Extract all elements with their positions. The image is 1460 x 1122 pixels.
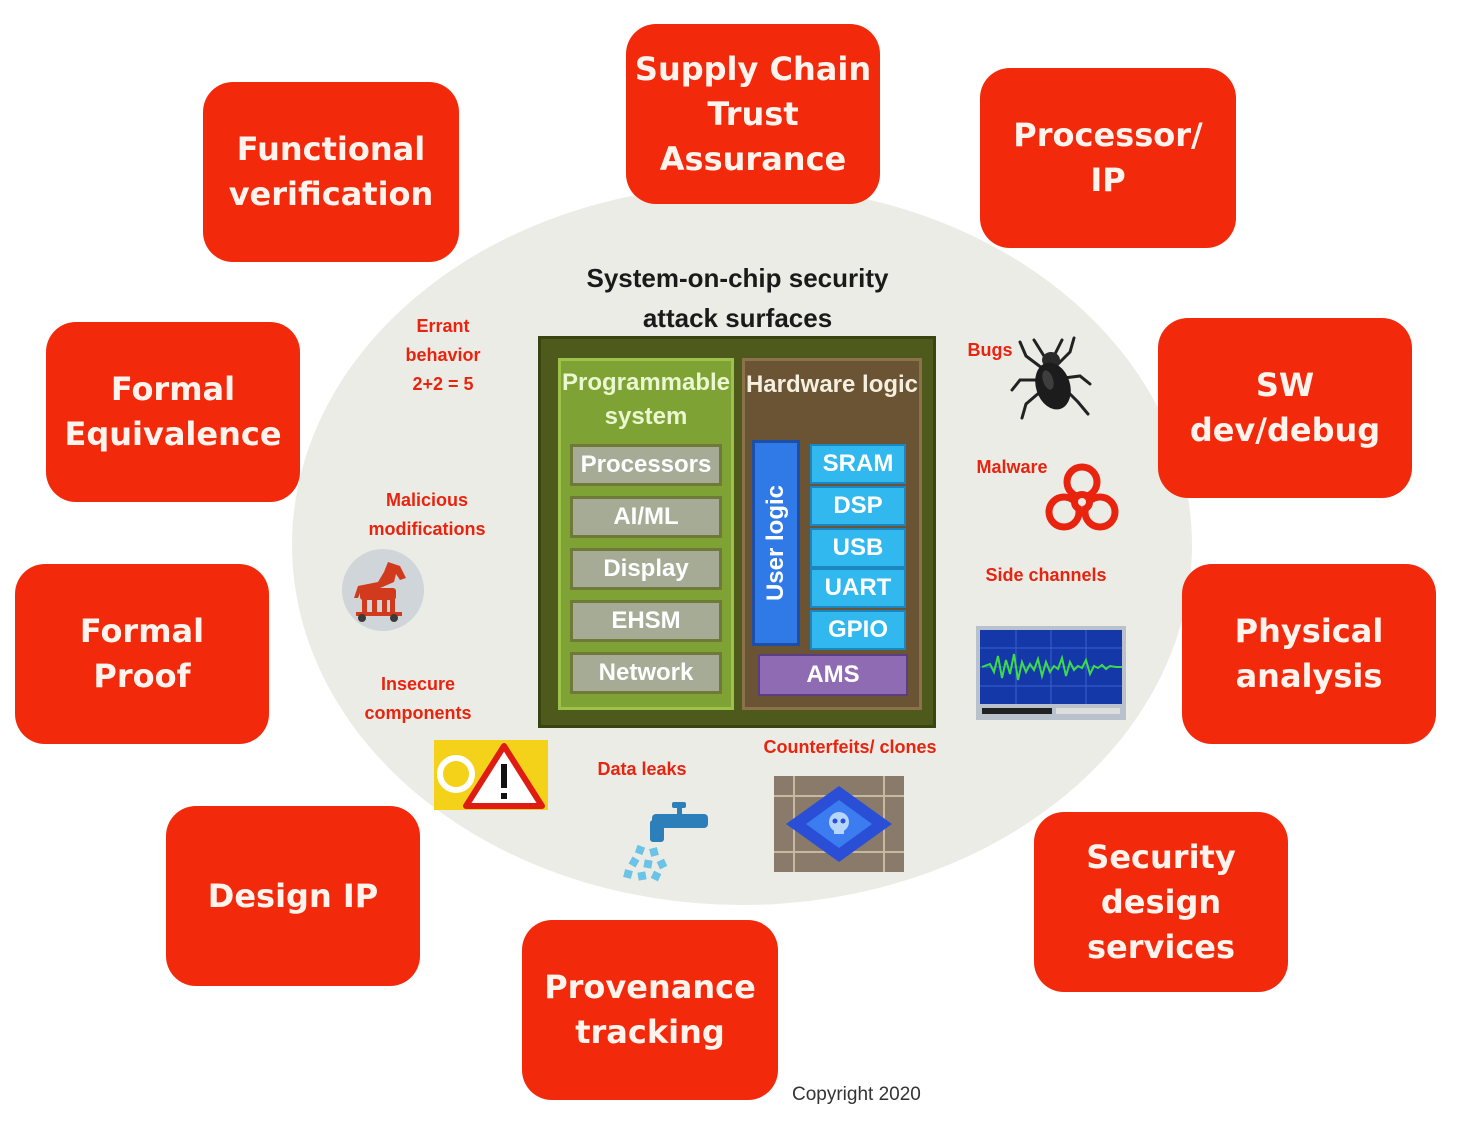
oscilloscope-icon [976, 626, 1126, 720]
warning-icon [434, 740, 548, 810]
processors-block: Processors [570, 444, 722, 486]
dsp-block: DSP [810, 486, 906, 526]
sram-block: SRAM [810, 444, 906, 484]
user-logic-label: User logic [762, 484, 789, 602]
usb-block: USB [810, 528, 906, 568]
provenance-box: Provenance tracking [522, 920, 778, 1100]
copyright-text: Copyright 2020 [792, 1084, 921, 1105]
physical-analysis-box: Physical analysis [1182, 564, 1436, 744]
counterfeits-label: Counterfeits/ clones [763, 737, 937, 757]
hardware-logic-label: Hardware logic [745, 371, 919, 398]
processor-ip-box: Processor/ IP [980, 68, 1236, 248]
malware-label: Malware [976, 457, 1048, 477]
water-tap-icon [623, 802, 708, 882]
network-block: Network [570, 652, 722, 694]
sw-debug-box: SW dev/debug [1158, 318, 1412, 498]
bug-icon [1010, 336, 1092, 420]
trojan-horse-icon [342, 549, 424, 631]
aiml-block: AI/ML [570, 496, 722, 538]
errant-behavior-label: Errant behavior 2+2 = 5 [405, 316, 481, 394]
uart-block: UART [810, 568, 906, 608]
malicious-modifications-label: Malicious modifications [368, 490, 486, 539]
security-design-box: Security design services [1034, 812, 1288, 992]
display-block: Display [570, 548, 722, 590]
formal-equivalence-box: Formal Equivalence [46, 322, 300, 502]
programmable-system-label: Programmable system [561, 369, 731, 430]
gpio-block: GPIO [810, 610, 906, 650]
design-ip-box: Design IP [166, 806, 420, 986]
functional-verification-box: Functional verification [203, 82, 459, 262]
user-logic-block [752, 440, 800, 646]
chip-skull-icon [774, 776, 904, 872]
side-channels-label: Side channels [985, 565, 1107, 585]
insecure-components-label: Insecure components [364, 674, 472, 723]
supply-chain-box: Supply Chain Trust Assurance [626, 24, 880, 204]
ams-block: AMS [758, 654, 908, 696]
center-title: System-on-chip security attack surfaces [586, 263, 889, 333]
biohazard-icon [1045, 463, 1119, 531]
formal-proof-box: Formal Proof [15, 564, 269, 744]
ehsm-block: EHSM [570, 600, 722, 642]
bugs-label: Bugs [967, 340, 1013, 360]
data-leaks-label: Data leaks [597, 759, 687, 779]
